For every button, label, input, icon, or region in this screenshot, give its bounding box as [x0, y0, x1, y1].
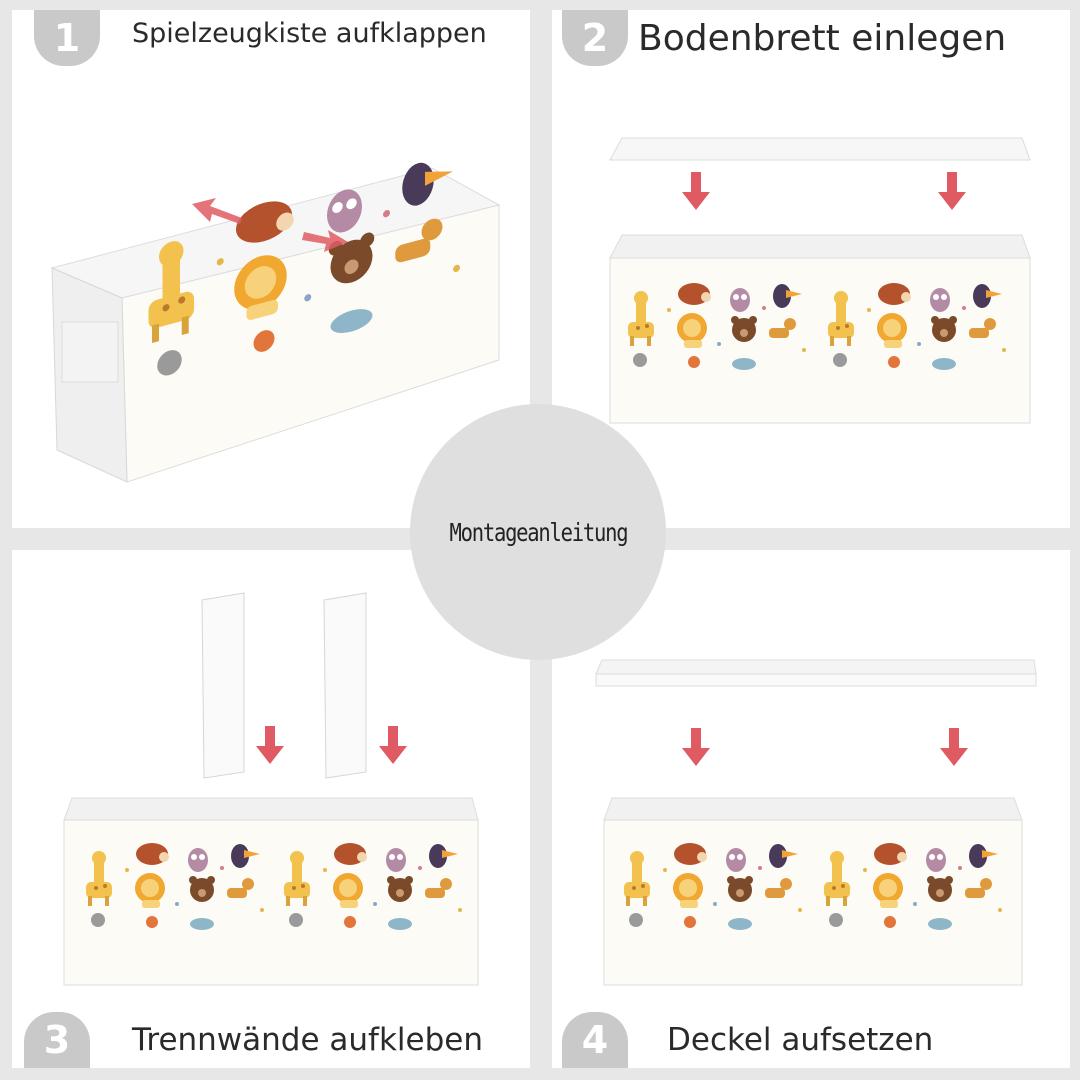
divider-panel-right	[323, 592, 367, 779]
step-4-panel: 4 Deckel aufsetzen	[552, 550, 1070, 1068]
lid-shape	[595, 659, 1037, 687]
arrow-down-left-icon	[682, 172, 710, 210]
assembly-instructions-label: Montageanleitung	[449, 517, 628, 547]
step-1-title: Spielzeugkiste aufklappen	[132, 18, 487, 49]
insert-base-board-illustration	[609, 137, 1031, 424]
base-board-shape	[609, 137, 1031, 161]
divider-panel-left	[201, 592, 245, 779]
attach-dividers-illustration	[63, 592, 479, 986]
arrow-down-right-icon	[379, 726, 407, 764]
step-1-number-badge: 1	[34, 10, 100, 66]
step-3-number-badge: 3	[24, 1012, 90, 1068]
step-4-number-badge: 4	[562, 1012, 628, 1068]
attach-lid-illustration	[595, 659, 1037, 986]
unfold-arrow-right-icon	[302, 230, 348, 252]
step-1-panel: 1 Spielzeugkiste aufklappen	[12, 10, 530, 528]
step-2-title: Bodenbrett einlegen	[638, 18, 1007, 59]
step-4-title: Deckel aufsetzen	[667, 1022, 934, 1058]
step-3-title: Trennwände aufkleben	[132, 1022, 484, 1058]
unfolded-toy-box-illustration	[50, 150, 501, 483]
step-2-panel: 2 Bodenbrett einlegen	[552, 10, 1070, 528]
arrow-down-left-icon	[256, 726, 284, 764]
center-title-circle: Montageanleitung	[410, 404, 666, 660]
unfold-arrow-left-icon	[192, 198, 242, 224]
step-3-panel: 3 Trennwände aufkleben	[12, 550, 530, 1068]
arrow-down-right-icon	[940, 728, 968, 766]
arrow-down-left-icon	[682, 728, 710, 766]
step-2-number-badge: 2	[562, 10, 628, 66]
arrow-down-right-icon	[938, 172, 966, 210]
